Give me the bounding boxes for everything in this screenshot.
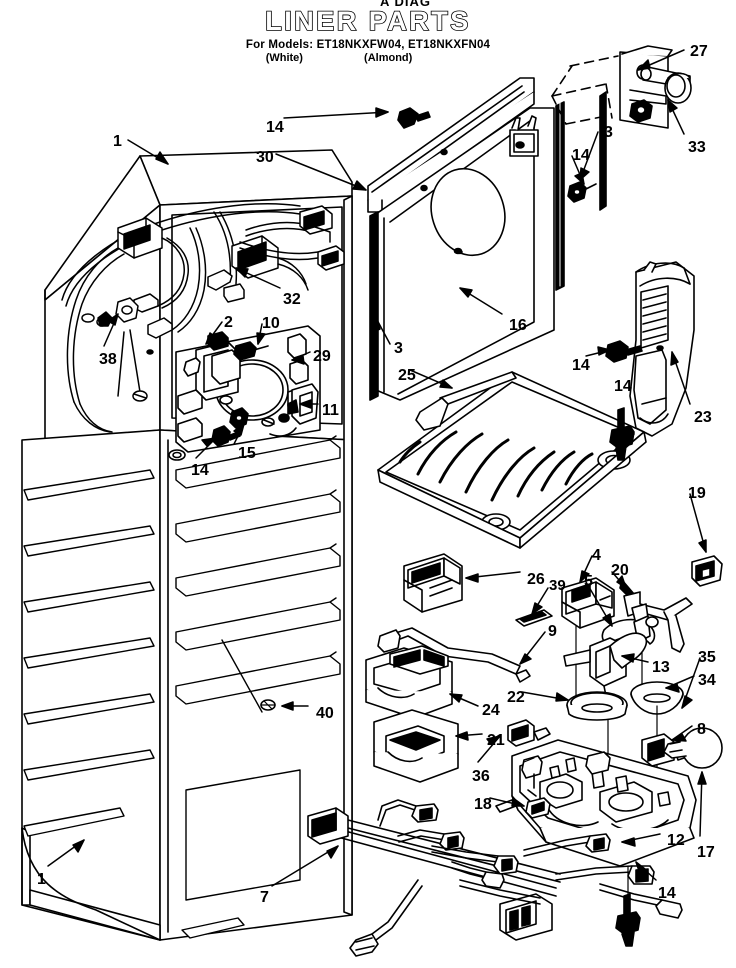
finish-white-label: (White) <box>265 52 303 64</box>
part-38-wire-clamp <box>116 298 138 322</box>
part-13-damper-lever <box>564 633 646 770</box>
leader-lines <box>48 50 706 886</box>
callout-14-fan: 14 <box>191 462 209 479</box>
callout-40: 40 <box>316 705 334 722</box>
callout-35: 35 <box>698 649 716 666</box>
part-23-air-duct <box>630 262 694 436</box>
callout-14-top: 14 <box>266 119 284 136</box>
part-10-retainer <box>234 342 268 360</box>
callout-14-duct: 14 <box>572 357 590 374</box>
callout-14-pan: 14 <box>614 378 632 395</box>
part-15-shoulder-screw <box>230 408 248 428</box>
callout-14-bottom: 14 <box>658 885 676 902</box>
part-21-shelf-support-right <box>374 710 458 782</box>
callout-33: 33 <box>688 139 706 156</box>
callout-10: 10 <box>262 315 280 332</box>
callout-32: 32 <box>283 291 301 308</box>
callout-21: 21 <box>487 732 505 749</box>
callout-4: 4 <box>592 547 601 564</box>
part-33-cap-plug <box>665 73 691 103</box>
callout-5: 5 <box>584 573 593 590</box>
callout-13: 13 <box>652 659 670 676</box>
part-36-clip-fastener <box>508 720 550 746</box>
callout-3-top: 3 <box>604 124 613 141</box>
part-14-screw-panel-top <box>398 108 430 128</box>
part-17-light-bulb <box>664 728 722 768</box>
callout-14-hinge: 14 <box>572 147 590 164</box>
part-14-screw-fan <box>212 426 240 446</box>
part-4-thermostat-housing <box>562 578 614 708</box>
part-25-drain-pan <box>378 372 646 548</box>
callout-1-top: 1 <box>113 133 122 150</box>
part-40-plug-button <box>261 700 275 710</box>
shelf-rails-right <box>176 436 340 704</box>
callout-9: 9 <box>548 623 557 640</box>
part-14-screw-panel-right <box>568 182 586 202</box>
liner-left-ribs <box>24 470 154 836</box>
part-14-screw-bottom <box>616 866 640 946</box>
callout-38: 38 <box>99 351 117 368</box>
part-9-drain-tube-arm <box>378 628 530 682</box>
part-18-terminal-connector <box>526 798 550 818</box>
callout-12: 12 <box>667 832 685 849</box>
part-24-shelf-support-left <box>366 646 452 718</box>
callout-24: 24 <box>482 702 500 719</box>
part-14-screw-duct <box>606 341 642 362</box>
callout-7: 7 <box>260 889 269 906</box>
finish-labels: (White) (Almond) <box>0 51 736 64</box>
callout-22: 22 <box>507 689 525 706</box>
callout-1-bottom: 1 <box>37 871 46 888</box>
finish-almond-label: (Almond) <box>364 52 413 64</box>
callout-34: 34 <box>698 672 716 689</box>
liner-interior-recess <box>182 770 300 938</box>
callout-36: 36 <box>472 768 490 785</box>
clipped-top-text: A DIAG <box>380 0 432 8</box>
fan-housing-assembly <box>176 326 320 452</box>
callout-17: 17 <box>697 844 715 861</box>
callout-16: 16 <box>509 317 527 334</box>
callout-39: 39 <box>549 577 566 594</box>
callout-27: 27 <box>690 43 708 60</box>
page-title: LINER PARTS <box>264 5 471 37</box>
part-14-screw-pan <box>610 408 634 460</box>
callout-30: 30 <box>256 149 274 166</box>
callout-26: 26 <box>527 571 545 588</box>
part-39-spacer-pad <box>516 610 552 626</box>
callout-25: 25 <box>398 367 416 384</box>
part-19-wire-clip <box>692 556 722 586</box>
callout-11: 11 <box>322 402 339 419</box>
part-7-main-wire-harness <box>308 800 682 956</box>
callout-23: 23 <box>694 409 712 426</box>
callout-15: 15 <box>238 445 256 462</box>
callout-3-panel: 3 <box>394 340 403 357</box>
part-14-screw-hinge <box>630 100 652 122</box>
callout-18: 18 <box>474 796 492 813</box>
callout-2: 2 <box>224 314 233 331</box>
callout-29: 29 <box>313 348 331 365</box>
callout-8: 8 <box>697 721 706 738</box>
part-22-gasket-ring <box>567 692 627 720</box>
models-line: For Models: ET18NKXFW04, ET18NKXFN04 <box>245 39 491 51</box>
callout-19: 19 <box>688 485 706 502</box>
part-32-upper-wire-harness <box>62 204 344 432</box>
part-26-control-block <box>404 554 462 612</box>
part-16-freezer-liner-panel <box>368 78 596 400</box>
diagram-header: A DIAG LINER PARTS For Models: ET18NKXFW… <box>0 0 736 64</box>
callout-20: 20 <box>611 562 629 579</box>
